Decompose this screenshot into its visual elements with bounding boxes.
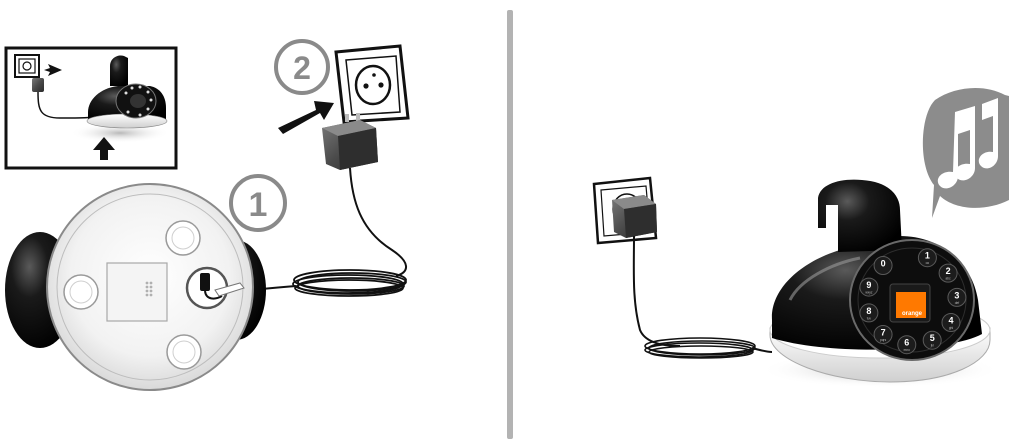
dial-key-letters: ᴏᴏ — [926, 261, 930, 265]
inset-box — [6, 48, 176, 168]
dial-key-letters: tuv — [867, 316, 872, 320]
dial-key-letters: wxyz — [865, 291, 872, 295]
dial-key-letters: mno — [904, 348, 910, 352]
dial-key-number: 4 — [948, 316, 953, 326]
dial-key-letters: jkl — [930, 344, 934, 348]
dial-key-number: 0 — [881, 259, 886, 269]
coiled-cable — [645, 338, 755, 358]
dial-key: 1ᴏᴏ — [918, 249, 936, 267]
step-1-badge: 1 — [231, 176, 285, 230]
dial-key-number: 1 — [925, 251, 930, 261]
dial-key-letters: ghi — [949, 326, 954, 330]
wall-outlet-icon — [336, 46, 408, 122]
power-adapter-icon — [612, 195, 657, 238]
dial-key-number: 9 — [866, 280, 871, 290]
power-adapter-icon — [32, 78, 44, 92]
dial-key-number: 2 — [946, 266, 951, 276]
dial-key-letters: abc — [946, 277, 952, 281]
phone-bottom-view — [5, 184, 266, 390]
panel-divider — [507, 10, 513, 439]
dial-key-letters: def — [955, 301, 960, 305]
step-1-label: 1 — [249, 186, 268, 224]
dial-key-number: 8 — [866, 306, 871, 316]
dial-key-number: 3 — [954, 290, 959, 300]
dial-key-letters: pqrs — [880, 338, 887, 342]
step-2-label: 2 — [293, 50, 311, 86]
music-note-bubble-icon — [923, 88, 1009, 218]
desk-phone: orange 1ᴏᴏ2abc3def4ghi5jkl6mno7pqrs8tuv9… — [770, 180, 990, 382]
dial-key-number: 5 — [930, 333, 935, 343]
coiled-cable — [293, 270, 406, 296]
dial-key-number: 6 — [904, 338, 909, 348]
wall-outlet-icon — [15, 55, 39, 77]
dial-key-number: 7 — [881, 327, 886, 337]
step-2-badge: 2 — [276, 41, 328, 93]
dial-key: 0 — [874, 257, 892, 275]
brand-logo-text: orange — [902, 311, 923, 317]
